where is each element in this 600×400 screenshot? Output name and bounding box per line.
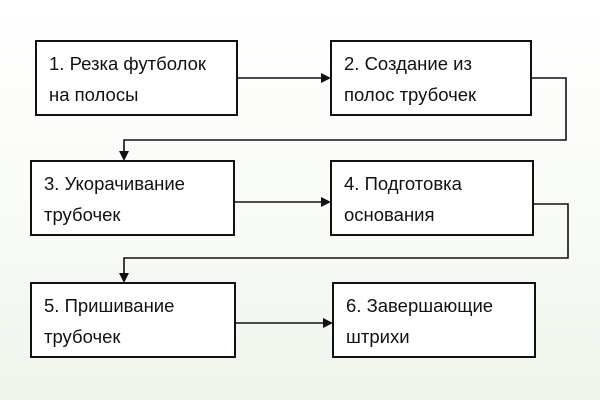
- step-5-line-1: 5. Пришивание: [44, 295, 175, 316]
- step-1-line-1: 1. Резка футболок: [49, 53, 206, 74]
- step-box-1: 1. Резка футболок на полосы: [35, 40, 238, 116]
- step-1-line-2: на полосы: [49, 84, 139, 105]
- step-3-line-2: трубочек: [44, 204, 121, 225]
- step-box-2: 2. Создание из полос трубочек: [330, 40, 532, 116]
- step-box-6: 6. Завершающие штрихи: [332, 282, 536, 358]
- step-2-line-2: полос трубочек: [344, 84, 477, 105]
- step-box-3: 3. Укорачивание трубочек: [30, 160, 235, 236]
- step-box-4: 4. Подготовка основания: [330, 160, 534, 236]
- step-2-line-1: 2. Создание из: [344, 53, 472, 74]
- step-6-line-2: штрихи: [346, 326, 410, 347]
- step-box-5: 5. Пришивание трубочек: [30, 282, 236, 358]
- step-4-line-2: основания: [344, 204, 435, 225]
- step-4-line-1: 4. Подготовка: [344, 173, 462, 194]
- step-6-line-1: 6. Завершающие: [346, 295, 494, 316]
- step-3-line-1: 3. Укорачивание: [44, 173, 185, 194]
- step-5-line-2: трубочек: [44, 326, 121, 347]
